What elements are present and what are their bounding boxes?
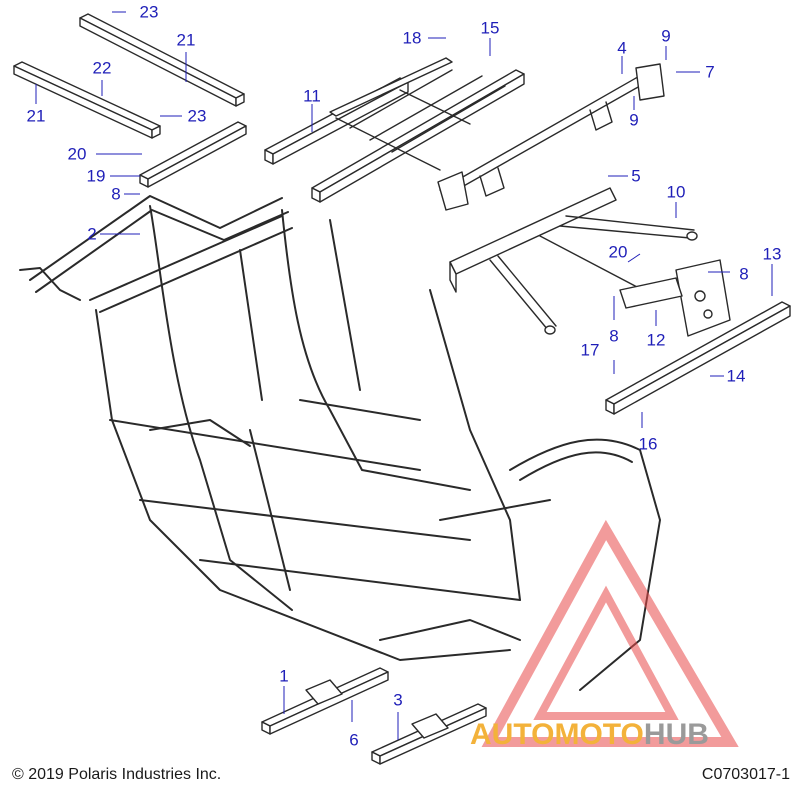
main-frame-2 bbox=[19, 195, 661, 691]
callout-19: 19 bbox=[86, 166, 106, 186]
callout-20: 20 bbox=[608, 242, 628, 262]
callout-14: 14 bbox=[726, 366, 746, 386]
callout-8: 8 bbox=[111, 184, 121, 204]
callout-15: 15 bbox=[480, 18, 500, 38]
support-4 bbox=[437, 63, 665, 211]
callout-23: 23 bbox=[139, 2, 159, 22]
callout-11: 11 bbox=[303, 86, 321, 106]
callout-7: 7 bbox=[705, 62, 715, 82]
callout-23: 23 bbox=[187, 106, 207, 126]
callout-8: 8 bbox=[739, 264, 749, 284]
diagram-code: C0703017-1 bbox=[701, 766, 790, 783]
watermark-logo bbox=[481, 519, 739, 747]
callout-12: 12 bbox=[646, 330, 666, 350]
rail-13 bbox=[605, 301, 791, 415]
callout-2: 2 bbox=[87, 224, 97, 244]
plate-1 bbox=[261, 667, 389, 735]
plate-3 bbox=[371, 703, 487, 765]
watermark-part1: AUTOMOTO bbox=[470, 718, 644, 751]
callout-21: 21 bbox=[176, 30, 196, 50]
callout-1: 1 bbox=[279, 666, 289, 686]
callout-22: 22 bbox=[92, 58, 112, 78]
callout-4: 4 bbox=[617, 38, 627, 58]
callout-9: 9 bbox=[629, 110, 639, 130]
bar-19 bbox=[139, 121, 247, 188]
bracket-12 bbox=[619, 259, 731, 337]
callout-8: 8 bbox=[609, 326, 619, 346]
callout-9: 9 bbox=[661, 26, 671, 46]
copyright-notice: © 2019 Polaris Industries Inc. bbox=[12, 766, 222, 783]
callout-10: 10 bbox=[666, 182, 686, 202]
watermark-part2: HUB bbox=[643, 718, 709, 751]
callout-21: 21 bbox=[26, 106, 46, 126]
callout-16: 16 bbox=[638, 434, 658, 454]
rail-21-lower bbox=[13, 61, 161, 139]
leader-lines bbox=[35, 11, 773, 740]
callout-20: 20 bbox=[67, 144, 87, 164]
callout-3: 3 bbox=[393, 690, 403, 710]
crossmember-11 bbox=[264, 57, 525, 203]
callout-6: 6 bbox=[349, 730, 359, 750]
watermark-text: AUTOMOTOHUB bbox=[470, 718, 709, 752]
rail-21-upper bbox=[79, 13, 245, 107]
callout-5: 5 bbox=[631, 166, 641, 186]
callout-13: 13 bbox=[762, 244, 782, 264]
mount-10 bbox=[449, 187, 698, 335]
callout-17: 17 bbox=[580, 340, 600, 360]
callout-18: 18 bbox=[402, 28, 422, 48]
